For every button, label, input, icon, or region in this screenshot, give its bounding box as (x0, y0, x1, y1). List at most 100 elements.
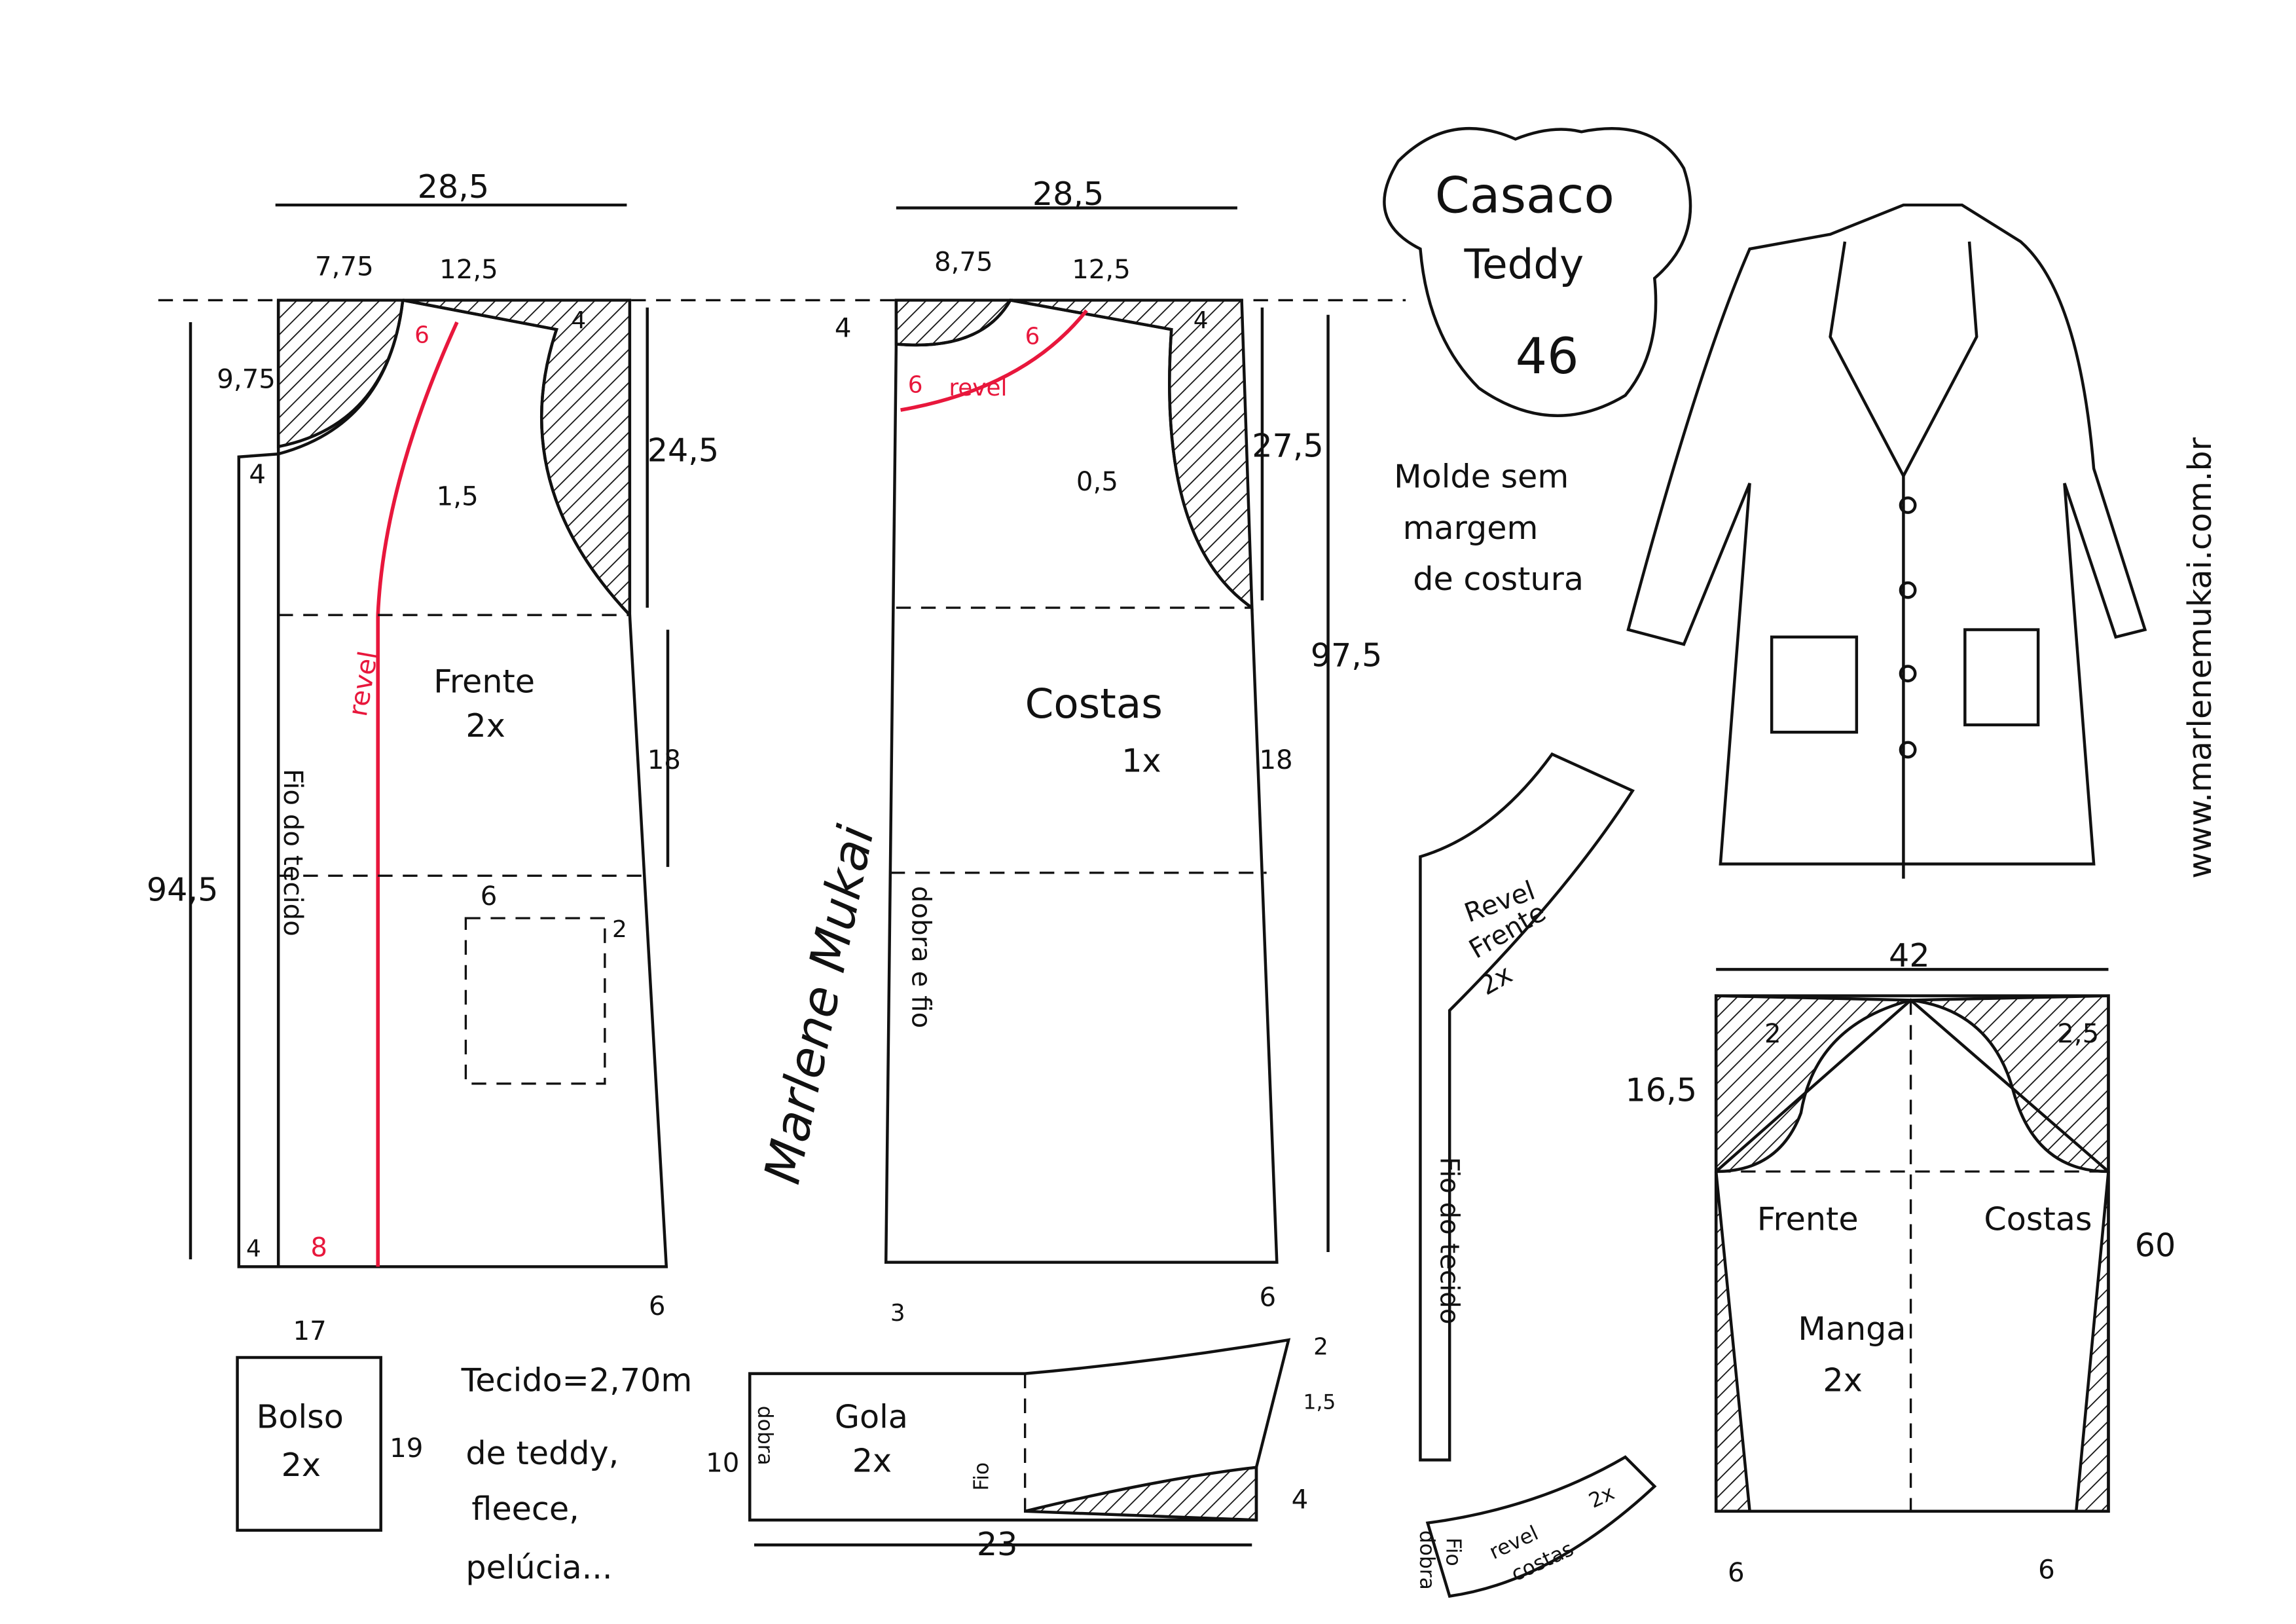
front-neck-depth-label: 9,75 (217, 365, 276, 395)
note-line-2: margem (1403, 509, 1539, 547)
front-facing-grain: Fio do tecido (1434, 1157, 1465, 1325)
back-facing-line (900, 309, 1088, 412)
back-facing-fold: dobra (1415, 1530, 1438, 1590)
fabric-line-3: fleece, (471, 1490, 579, 1528)
back-facing-label: revel (949, 375, 1007, 401)
front-facing-qty: 2x (1474, 959, 1518, 1002)
back-facing-qty: 2x (1585, 1481, 1618, 1513)
coat-illustration (1626, 203, 2147, 879)
pocket-pattern-piece: 17 19 Bolso 2x (236, 1316, 423, 1532)
note-line-3: de costura (1413, 560, 1584, 598)
collar-name-label: Gola (835, 1397, 908, 1435)
coat-button (1899, 741, 1917, 759)
designer-signature: Marlene Mukai (753, 821, 886, 1189)
front-facing-piece: Revel Frente 2x Fio do tecido (1419, 752, 1635, 1462)
collar-height-label: 10 (706, 1448, 739, 1478)
front-neck-width-label: 7,75 (315, 251, 374, 282)
title-line-1: Casaco (1435, 166, 1614, 224)
collar-fold-label: dobra (754, 1406, 777, 1466)
front-grain-label: Fio do tecido (278, 769, 308, 936)
sleeve-qty-label: 2x (1823, 1361, 1862, 1399)
sleeve-hem-back-label: 6 (2038, 1555, 2055, 1585)
collar-length-label: 23 (977, 1525, 1018, 1563)
back-facing-width-2-label: 6 (1025, 323, 1040, 350)
sleeve-front-label: Frente (1757, 1200, 1859, 1238)
coat-button (1899, 581, 1917, 599)
note-line-1: Molde sem (1394, 458, 1569, 496)
coat-button (1899, 665, 1917, 683)
back-shoulder-armhole-cutout (1010, 299, 1254, 611)
front-facing-outline (1419, 752, 1635, 1462)
coat-button (1899, 496, 1917, 514)
back-facing-width-label: 6 (908, 371, 923, 398)
back-length-label: 97,5 (1311, 636, 1383, 674)
front-facing-line (376, 321, 459, 1267)
website-url[interactable]: www.marlenemukai.com.br (2181, 437, 2219, 879)
front-pocket-pos-label: 6 (481, 881, 498, 912)
front-extension-top-label: 4 (249, 460, 266, 490)
back-hem-flare-label: 6 (1259, 1283, 1276, 1313)
back-facing-outline (1425, 1455, 1657, 1598)
coat-lapel (1829, 241, 1978, 479)
front-facing-hem-label: 8 (310, 1233, 327, 1263)
back-shoulder-label: 12,5 (1072, 255, 1131, 285)
title-cloud: Casaco Teddy 46 Molde sem margem de cost… (1383, 127, 1692, 598)
collar-hatched-edge (1025, 1466, 1258, 1522)
pocket-name-label: Bolso (257, 1397, 344, 1435)
back-hem-fold-label: 3 (890, 1300, 905, 1327)
front-armhole-curve-label: 1,5 (437, 482, 479, 512)
back-neck-depth-label: 4 (835, 313, 852, 343)
back-armhole-curve-label: 0,5 (1076, 467, 1118, 497)
collar-pattern-piece: Gola 2x dobra Fio 10 23 2 1,5 4 (706, 1334, 1336, 1563)
back-facing-piece: revel costas 2x dobra Fio (1415, 1455, 1657, 1598)
front-name-label: Frente (433, 663, 535, 701)
front-shoulder-label: 12,5 (439, 255, 498, 285)
collar-qty-label: 2x (852, 1441, 892, 1479)
pocket-width-label: 17 (293, 1316, 327, 1346)
back-waist-label: 18 (1259, 745, 1292, 775)
pocket-outline (236, 1356, 382, 1532)
fabric-line-4: pelúcia... (465, 1549, 612, 1587)
title-line-2: Teddy (1464, 240, 1584, 288)
front-hem-flare-label: 6 (649, 1291, 666, 1321)
sleeve-hem-front-label: 6 (1728, 1558, 1745, 1588)
coat-outline (1626, 203, 2147, 866)
sleeve-front-curve-label: 2 (1764, 1019, 1781, 1049)
front-shoulder-armhole-cutout (402, 299, 632, 619)
front-pocket-placement (464, 917, 606, 1085)
sleeve-pattern-piece: 42 16,5 2 2,5 Frente Costas Manga 2x 60 … (1626, 936, 2176, 1588)
front-pattern-piece: 28,5 7,75 12,5 9,75 4 6 4 24,5 1,5 94,5 … (147, 168, 719, 1321)
pocket-qty-label: 2x (282, 1446, 321, 1484)
collar-outline (748, 1338, 1291, 1522)
coat-pocket-right (1963, 628, 2040, 727)
back-grain-label: dobra e fio (905, 886, 936, 1028)
collar-grain-label: Fio (970, 1462, 994, 1491)
back-qty-label: 1x (1121, 742, 1161, 780)
sleeve-cap-guides (1715, 998, 2109, 1173)
sleeve-outline (1714, 994, 2110, 1513)
sleeve-cap-height-label: 16,5 (1626, 1071, 1698, 1109)
front-qty-label: 2x (465, 707, 505, 745)
fabric-line-2: de teddy, (465, 1434, 619, 1472)
front-waist-label: 18 (647, 745, 681, 775)
sleeve-width-label: 42 (1889, 936, 1930, 974)
front-width-label: 28,5 (418, 168, 490, 206)
front-armhole-depth-label: 24,5 (647, 431, 720, 469)
front-side-flare-label: 2 (612, 916, 627, 943)
collar-tip-in-label: 1,5 (1303, 1390, 1336, 1414)
front-facing-neck-label: 6 (414, 322, 429, 348)
collar-tip-down-label: 4 (1292, 1485, 1309, 1515)
fabric-line-1: Tecido=2,70m (461, 1361, 693, 1399)
back-neck-width-label: 8,75 (934, 248, 993, 278)
back-pattern-piece: 28,5 8,75 12,5 4 4 6 6 revel 27,5 0,5 97… (835, 175, 1382, 1327)
back-facing-grain: Fio (1442, 1538, 1465, 1566)
front-shoulder-drop-label: 4 (571, 307, 586, 334)
sleeve-back-curve-label: 2,5 (2057, 1019, 2099, 1049)
sleeve-front-taper (1714, 1171, 1752, 1513)
coat-pocket-left (1770, 635, 1859, 734)
title-size: 46 (1516, 327, 1579, 385)
pocket-height-label: 19 (390, 1433, 423, 1464)
fabric-note: Tecido=2,70m de teddy, fleece, pelúcia..… (461, 1361, 693, 1586)
back-armhole-depth-label: 27,5 (1252, 427, 1324, 465)
